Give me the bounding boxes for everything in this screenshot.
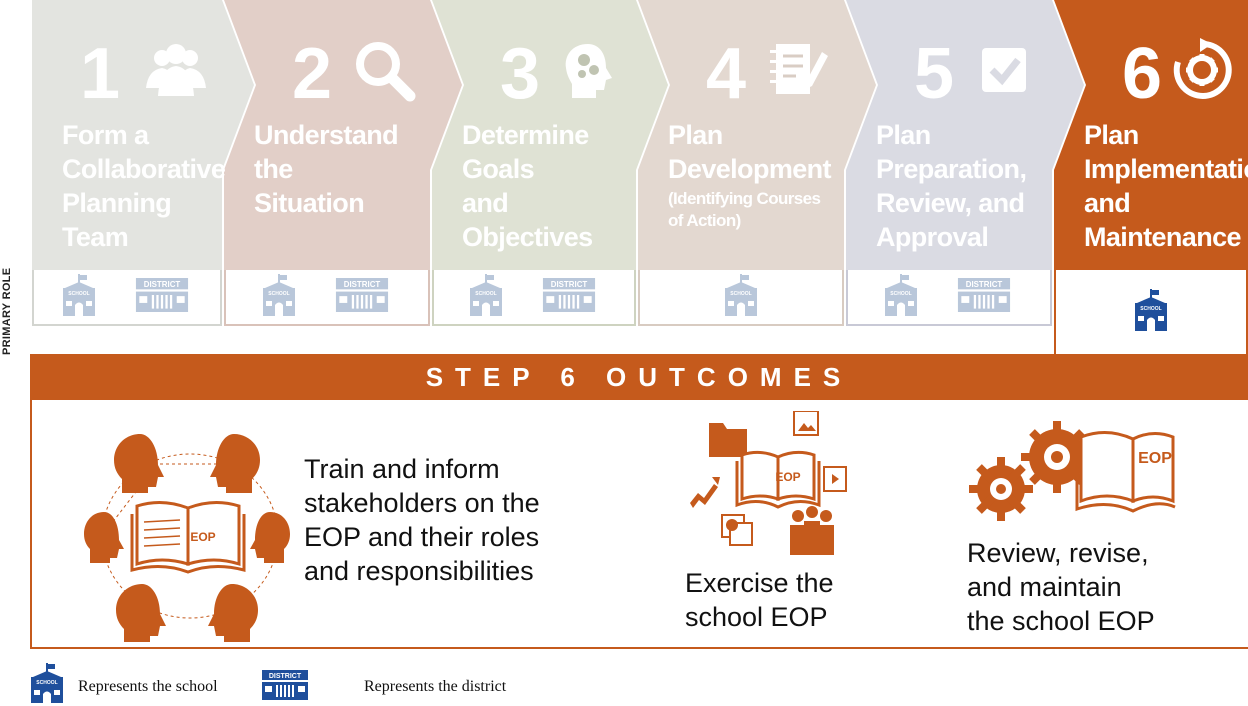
district-icon: DISTRICT <box>536 277 602 317</box>
step-3-role-box: SCHOOL DISTRICT <box>432 268 636 326</box>
outcome-train-text: Train and inform stakeholders on the EOP… <box>304 454 540 586</box>
checkbox-icon <box>982 48 1026 92</box>
cycle-gear-icon <box>1173 38 1232 99</box>
svg-text:SCHOOL: SCHOOL <box>890 291 911 297</box>
svg-text:SCHOOL: SCHOOL <box>1140 306 1161 312</box>
district-icon: DISTRICT <box>129 277 195 317</box>
outcome-review-text: Review, revise, and maintain the school … <box>967 538 1155 636</box>
step-number: 3 <box>500 34 540 114</box>
magnifier-icon <box>356 42 416 102</box>
svg-text:SCHOOL: SCHOOL <box>68 291 89 297</box>
school-icon: SCHOOL <box>1131 288 1171 336</box>
svg-text:DISTRICT: DISTRICT <box>144 280 181 289</box>
step-6-role-box: SCHOOL <box>1054 268 1248 356</box>
step-1-role-box: SCHOOL DISTRICT <box>32 268 222 326</box>
school-icon: SCHOOL <box>259 273 299 321</box>
outcomes-panel: EOP Train and inform stakeholders on the… <box>30 399 1248 649</box>
svg-text:DISTRICT: DISTRICT <box>966 280 1003 289</box>
school-icon: SCHOOL <box>881 273 921 321</box>
step-number: 5 <box>914 34 954 114</box>
step-2-role-box: SCHOOL DISTRICT <box>224 268 430 326</box>
svg-text:SCHOOL: SCHOOL <box>475 291 496 297</box>
step-4-role-box: SCHOOL <box>638 268 844 326</box>
school-icon: SCHOOL <box>721 273 761 321</box>
svg-text:SCHOOL: SCHOOL <box>730 291 751 297</box>
district-icon: DISTRICT <box>951 277 1017 317</box>
svg-text:SCHOOL: SCHOOL <box>268 291 289 297</box>
step-5-role-box: SCHOOL DISTRICT <box>846 268 1052 326</box>
notebook-pencil-icon <box>770 44 828 94</box>
svg-text:DISTRICT: DISTRICT <box>551 280 588 289</box>
legend-district-text: Represents the district <box>364 678 507 695</box>
exercise-book-icon: EOP <box>690 411 847 555</box>
svg-text:DISTRICT: DISTRICT <box>269 673 302 680</box>
step-title: Determine Goals and Objectives <box>462 120 593 252</box>
primary-role-label: PRIMARY ROLE <box>1 267 13 355</box>
legend-school-text: Represents the school <box>78 678 218 695</box>
legend-district-icon: DISTRICT <box>262 670 308 700</box>
step-title: Plan Preparation, Review, and Approval <box>876 120 1027 252</box>
step-number: 1 <box>80 34 120 114</box>
step-number: 2 <box>292 34 332 114</box>
step-number: 6 <box>1122 34 1162 114</box>
legend-school-icon: SCHOOL <box>31 663 63 703</box>
district-icon: DISTRICT <box>329 277 395 317</box>
outcomes-header: STEP 6 OUTCOMES <box>30 354 1248 400</box>
school-icon: SCHOOL <box>59 273 99 321</box>
stakeholders-book-icon: EOP <box>84 434 290 642</box>
step-title: Plan Development <box>668 120 832 184</box>
step-number: 4 <box>706 34 746 114</box>
book-label: EOP <box>1138 450 1172 467</box>
step-title: Understand the Situation <box>254 120 399 218</box>
school-icon: SCHOOL <box>466 273 506 321</box>
outcome-exercise-text: Exercise the school EOP <box>685 568 834 632</box>
head-gears-icon <box>565 44 612 98</box>
svg-text:SCHOOL: SCHOOL <box>36 680 57 686</box>
book-label: EOP <box>190 530 215 544</box>
step-subtitle: (Identifying Courses of Action) <box>668 189 821 230</box>
gears-book-icon: EOP <box>969 421 1176 521</box>
svg-text:DISTRICT: DISTRICT <box>344 280 381 289</box>
step-title: Plan Implementation and Maintenance <box>1084 120 1248 252</box>
team-icon <box>146 44 206 96</box>
book-label: EOP <box>775 470 800 484</box>
step-title: Form a Collaborative Planning Team <box>62 120 226 252</box>
